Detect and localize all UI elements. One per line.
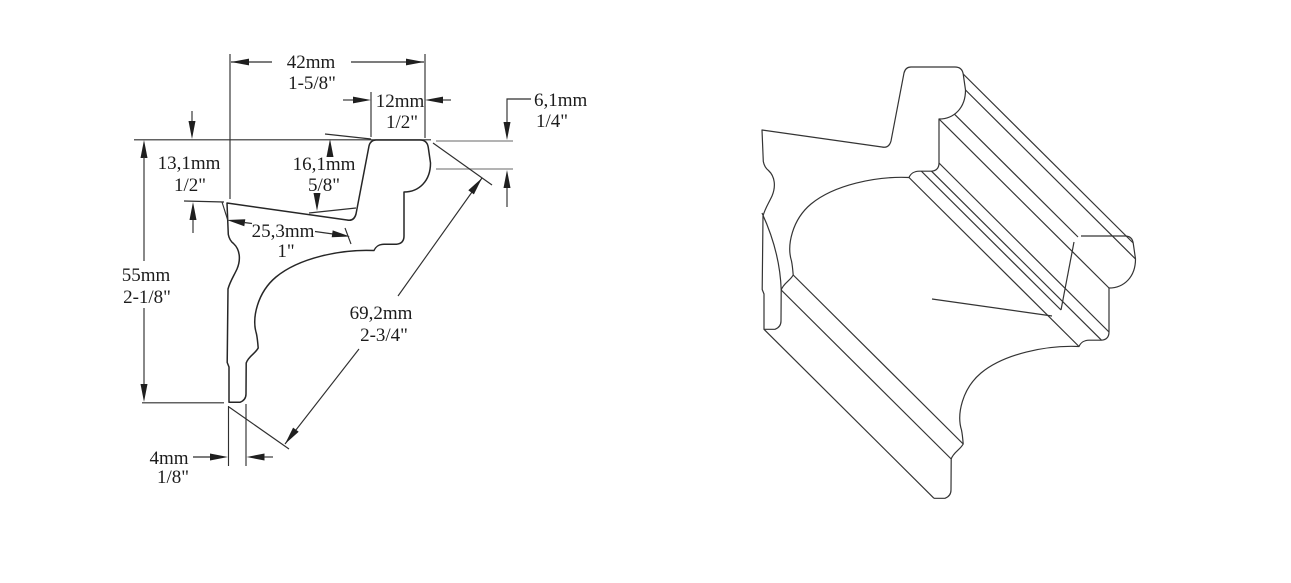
dim-wall-step-mm-label: 6,1mm [534,90,588,111]
section-view: 42mm 1-5/8" 12mm 1/2" 6,1mm 1/4" [122,52,588,488]
far-profile-outline [934,235,1137,499]
dim-upper-face-mm-label: 25,3mm [252,221,315,242]
dim-top-width-inch-label: 1-5/8" [288,73,336,94]
dim-upper-face-inch-label: 1" [277,241,294,262]
dim-wall-step: 6,1mm 1/4" [503,90,588,207]
dim-top-face-mm-label: 12mm [376,91,425,112]
far-cut-face-edges [931,235,1137,499]
dim-top-width-mm-label: 42mm [287,52,336,73]
dim-top-face-inch-label: 1/2" [386,112,418,133]
dim-slant-face-inch-label: 5/8" [308,175,340,196]
molding-profile-outline [226,139,432,404]
dim-slant-face-mm-label: 16,1mm [293,154,356,175]
dim-face-drop: 13,1mm 1/2" [158,111,225,233]
far-upper-face-edge [931,298,1053,317]
dim-wall-step-inch-label: 1/4" [536,111,568,132]
far-slant-face-edge [1060,241,1075,311]
dim-top-face-width: 12mm 1/2" [343,91,451,137]
dim-top-width: 42mm 1-5/8" [229,52,426,199]
dim-face-drop-inch-label: 1/2" [174,175,206,196]
dim-total-height-mm-label: 55mm [122,265,171,286]
dim-bottom-thickness: 4mm 1/8" [149,404,273,488]
isometric-view [761,66,1137,499]
dim-diagonal-length: 69,2mm 2-3/4" [228,142,493,450]
dim-face-drop-mm-label: 13,1mm [158,153,221,174]
dim-total-height-inch-label: 2-1/8" [123,287,171,308]
dim-total-height: 55mm 2-1/8" [122,140,171,402]
left-face-silhouette [761,212,782,291]
dim-upper-face: 25,3mm 1" [221,201,352,262]
dim-slant-face: 16,1mm 5/8" [293,133,372,214]
dim-diagonal-inch-label: 2-3/4" [360,325,408,346]
extrusion-edges [763,67,1136,499]
dim-diagonal-mm-label: 69,2mm [350,303,413,324]
molding-3d-cut-face [761,66,967,330]
dim-bottom-thickness-mm-label: 4mm [149,448,188,469]
dim-bottom-thickness-inch-label: 1/8" [157,467,189,488]
